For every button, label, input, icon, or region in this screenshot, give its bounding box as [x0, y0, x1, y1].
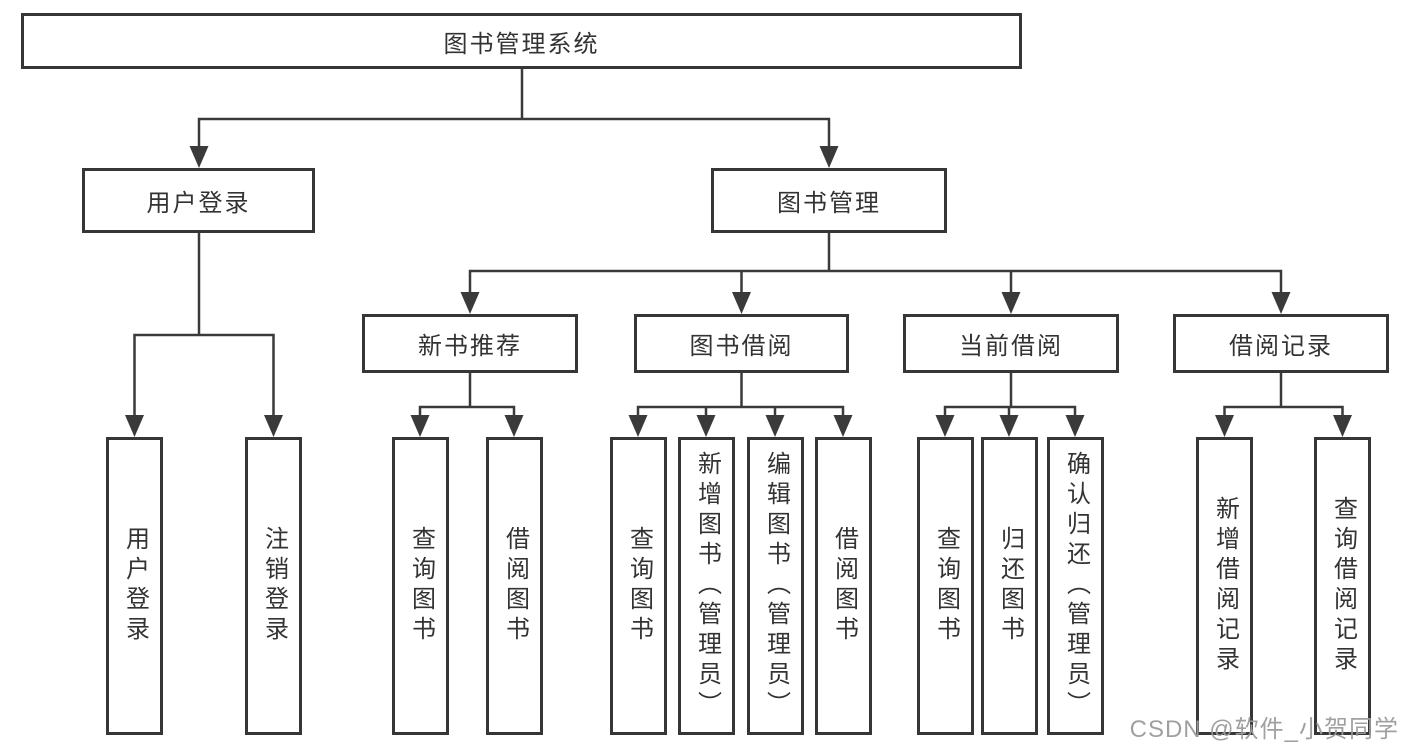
node-borrow-book: 借阅图书 — [815, 437, 872, 735]
arrow-down-icon — [410, 415, 430, 437]
arrow-down-icon — [765, 415, 785, 437]
arrow-down-icon — [1333, 415, 1352, 437]
node-query-book-borrow: 查询图书 — [610, 437, 667, 735]
edge-borrow-group — [636, 371, 845, 422]
node-new-book-recommend: 新书推荐 — [362, 314, 578, 373]
node-user-login-leaf: 用户登录 — [106, 437, 163, 735]
node-query-borrow-record: 查询借阅记录 — [1314, 437, 1371, 735]
node-label: 借阅图书 — [830, 526, 858, 646]
edge-login-group — [133, 230, 275, 422]
node-current-borrow: 当前借阅 — [903, 314, 1119, 373]
node-label: 借阅图书 — [501, 526, 529, 646]
edge-recommend-group — [418, 371, 516, 422]
arrow-down-icon — [696, 415, 716, 437]
arrow-down-icon — [1271, 292, 1291, 314]
node-borrow-book-recommend: 借阅图书 — [486, 437, 543, 735]
edge-records-group — [1223, 371, 1344, 422]
node-edit-book-admin: 编辑图书（管理员） — [747, 437, 804, 735]
arrow-down-icon — [833, 415, 853, 437]
node-confirm-return-admin: 确认归还（管理员） — [1047, 437, 1104, 735]
node-query-book-recommend: 查询图书 — [392, 437, 449, 735]
node-return-book: 归还图书 — [981, 437, 1038, 735]
node-query-book-current: 查询图书 — [917, 437, 974, 735]
arrow-down-icon — [460, 292, 480, 314]
arrow-down-icon — [1215, 415, 1234, 437]
arrow-down-icon — [1001, 292, 1021, 314]
node-label: 查询借阅记录 — [1329, 496, 1357, 676]
node-label: 查询图书 — [932, 526, 960, 646]
node-logout: 注销登录 — [245, 437, 302, 735]
arrow-down-icon — [819, 146, 839, 168]
arrow-down-icon — [264, 415, 283, 437]
arrow-down-icon — [999, 415, 1019, 437]
node-label: 新增借阅记录 — [1211, 496, 1239, 676]
node-user-login: 用户登录 — [82, 168, 315, 233]
node-label: 查询图书 — [625, 526, 653, 646]
node-label: 归还图书 — [996, 526, 1024, 646]
edge-current-group — [943, 371, 1077, 422]
node-label: 查询图书 — [407, 526, 435, 646]
node-label: 用户登录 — [121, 526, 149, 646]
edge-mgmt-to-level3 — [468, 230, 1283, 298]
arrow-down-icon — [935, 415, 955, 437]
node-label: 确认归还（管理员） — [1062, 451, 1090, 721]
node-add-book-admin: 新增图书（管理员） — [678, 437, 735, 735]
arrow-down-icon — [189, 146, 209, 168]
edge-root-to-level2 — [197, 66, 831, 152]
arrow-down-icon — [732, 292, 751, 314]
arrow-down-icon — [504, 415, 524, 437]
node-label: 新增图书（管理员） — [693, 451, 721, 721]
node-label: 编辑图书（管理员） — [762, 451, 790, 721]
arrow-down-icon — [1065, 415, 1085, 437]
arrow-down-icon — [628, 415, 648, 437]
node-label: 注销登录 — [260, 526, 288, 646]
csdn-watermark: CSDN @软件_小贺同学 — [1129, 716, 1399, 743]
node-book-management: 图书管理 — [711, 168, 947, 233]
node-library-system: 图书管理系统 — [21, 13, 1022, 69]
node-book-borrow: 图书借阅 — [634, 314, 849, 373]
node-add-borrow-record: 新增借阅记录 — [1196, 437, 1253, 735]
node-borrow-records: 借阅记录 — [1173, 314, 1389, 373]
arrow-down-icon — [125, 415, 144, 437]
